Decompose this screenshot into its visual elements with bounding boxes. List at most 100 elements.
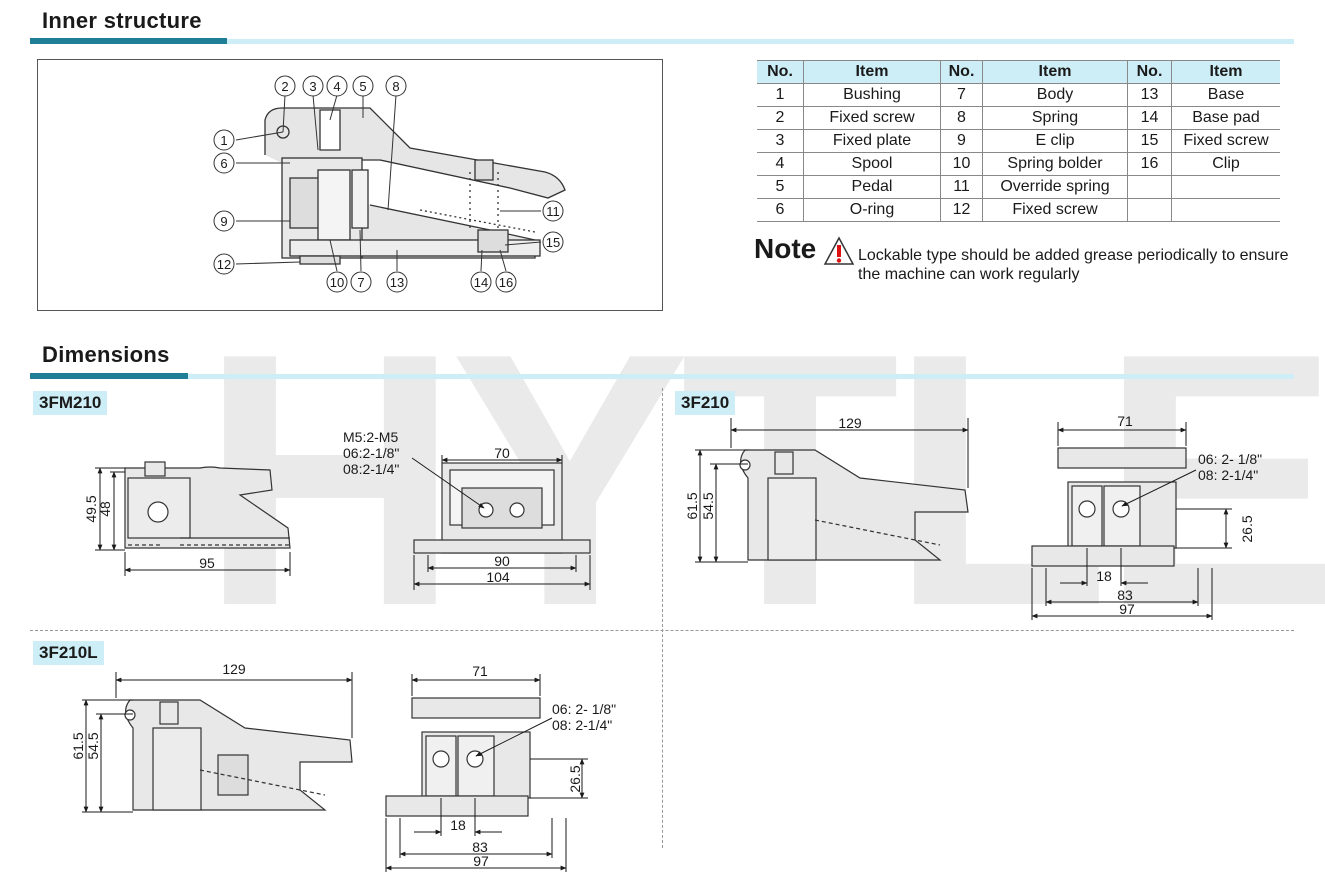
callout-5: 5 xyxy=(359,79,366,94)
callout-16: 16 xyxy=(499,275,513,290)
dim-3f210l-71: 71 xyxy=(472,663,488,679)
col-header: Item xyxy=(1171,60,1280,84)
dim-3f210l-54.5: 54.5 xyxy=(85,732,101,759)
table-cell: 13 xyxy=(1127,83,1172,107)
col-header: No. xyxy=(757,60,804,84)
dim-3f210l-ports-2: 08: 2-1/4" xyxy=(552,717,612,733)
dim-3fm210-ports-3: 08:2-1/4" xyxy=(343,461,399,477)
col-header: No. xyxy=(940,60,983,84)
callout-14: 14 xyxy=(474,275,488,290)
table-cell: 3 xyxy=(757,129,804,153)
table-cell: 9 xyxy=(940,129,983,153)
dim-3fm210-95: 95 xyxy=(199,555,215,571)
table-cell: E clip xyxy=(982,129,1128,153)
table-cell: Base xyxy=(1171,83,1280,107)
callout-4: 4 xyxy=(333,79,340,94)
table-cell: Bushing xyxy=(803,83,941,107)
dim-3f210-54.5: 54.5 xyxy=(700,492,716,519)
dim-3fm210-90: 90 xyxy=(494,553,510,569)
note-text: Lockable type should be added grease per… xyxy=(858,247,1289,283)
callout-6: 6 xyxy=(220,156,227,171)
dim-3fm210-48: 48 xyxy=(97,501,113,517)
table-cell: 7 xyxy=(940,83,983,107)
divider-horizontal xyxy=(30,630,1294,631)
table-cell xyxy=(1127,198,1172,222)
table-cell xyxy=(1171,175,1280,199)
section-rule xyxy=(30,38,1294,44)
dim-3f210-129: 129 xyxy=(838,415,862,431)
table-cell: 8 xyxy=(940,106,983,130)
callout-11: 11 xyxy=(546,204,560,219)
dim-3fm210-70: 70 xyxy=(494,445,510,461)
table-cell: 12 xyxy=(940,198,983,222)
table-cell: Override spring xyxy=(982,175,1128,199)
3f210l-side-view xyxy=(124,699,353,811)
table-cell: 15 xyxy=(1127,129,1172,153)
table-cell xyxy=(1127,175,1172,199)
table-cell xyxy=(1171,198,1280,222)
table-cell: O-ring xyxy=(803,198,941,222)
col-header: No. xyxy=(1127,60,1172,84)
table-cell: Fixed screw xyxy=(982,198,1128,222)
3f210l-front-view xyxy=(385,697,541,817)
table-cell: 10 xyxy=(940,152,983,176)
callout-15: 15 xyxy=(546,235,560,250)
table-cell: 14 xyxy=(1127,106,1172,130)
dim-3f210-97: 97 xyxy=(1119,601,1135,617)
inner-structure-cutaway xyxy=(264,107,566,265)
dim-3fm210-ports-2: 06:2-1/8" xyxy=(343,445,399,461)
dim-3fm210-49.5: 49.5 xyxy=(83,495,99,522)
callout-13: 13 xyxy=(390,275,404,290)
dim-3f210l-61.5: 61.5 xyxy=(70,732,86,759)
table-cell: 16 xyxy=(1127,152,1172,176)
dim-3f210-83: 83 xyxy=(1117,587,1133,603)
dimensions-title: Dimensions xyxy=(42,342,170,367)
table-cell: 5 xyxy=(757,175,804,199)
dim-3f210-71: 71 xyxy=(1117,413,1133,429)
table-cell: Pedal xyxy=(803,175,941,199)
inner-callouts xyxy=(213,75,564,293)
dim-3f210-ports-1: 06: 2- 1/8" xyxy=(1198,451,1262,467)
callout-2: 2 xyxy=(281,79,288,94)
dim-3f210l-ports-1: 06: 2- 1/8" xyxy=(552,701,616,717)
dim-3f210l-83: 83 xyxy=(472,839,488,855)
callout-12: 12 xyxy=(217,257,231,272)
table-cell: 6 xyxy=(757,198,804,222)
dim-3f210l-129: 129 xyxy=(222,661,246,677)
divider-vertical xyxy=(662,388,663,848)
model-tag-3f210: 3F210 xyxy=(675,391,736,415)
callout-1: 1 xyxy=(220,133,227,148)
3f210-side-view xyxy=(739,449,969,561)
section-rule xyxy=(30,373,1294,379)
table-cell: Clip xyxy=(1171,152,1280,176)
dim-3fm210-ports-1: M5:2-M5 xyxy=(343,429,398,445)
table-cell: Fixed screw xyxy=(803,106,941,130)
dim-3f210l-26.5: 26.5 xyxy=(567,765,583,792)
table-cell: Base pad xyxy=(1171,106,1280,130)
inner-callout-labels: 1 2 3 4 5 6 7 8 9 10 11 12 13 14 15 16 xyxy=(217,79,560,290)
table-cell: 11 xyxy=(940,175,983,199)
3f210-front-view xyxy=(1031,447,1187,567)
table-cell: Spring bolder xyxy=(982,152,1128,176)
table-cell: Spring xyxy=(982,106,1128,130)
warning-icon xyxy=(823,236,855,265)
dim-3f210-ports-2: 08: 2-1/4" xyxy=(1198,467,1258,483)
dim-3f210-26.5: 26.5 xyxy=(1239,515,1255,542)
table-cell: 1 xyxy=(757,83,804,107)
dim-3f210-61.5: 61.5 xyxy=(684,492,700,519)
table-cell: Spool xyxy=(803,152,941,176)
col-header: Item xyxy=(803,60,941,84)
dim-3f210l-97: 97 xyxy=(473,853,489,869)
table-cell: 2 xyxy=(757,106,804,130)
3fm210-front-view xyxy=(413,462,591,554)
dim-3fm210-104: 104 xyxy=(486,569,510,585)
dim-3f210-18: 18 xyxy=(1096,568,1112,584)
callout-7: 7 xyxy=(357,275,364,290)
